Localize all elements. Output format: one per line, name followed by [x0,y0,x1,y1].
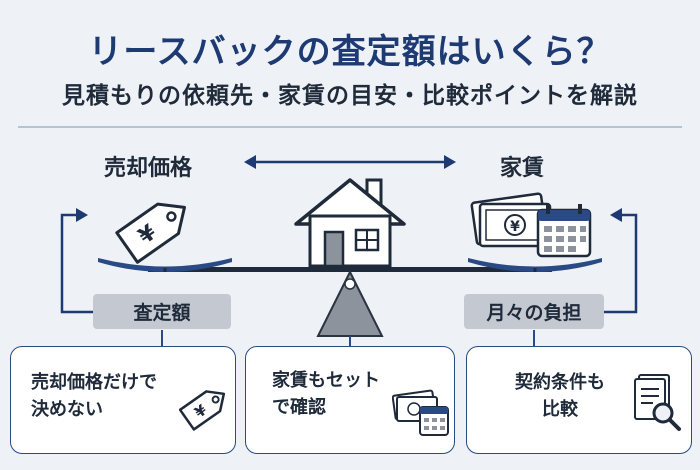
title-sub: 見積もりの依頼先・家賃の目安・比較ポイントを解説 [62,83,638,109]
left-scale-pan [98,258,232,272]
title-main: リースバックの査定額はいくら？ [88,32,612,72]
money-calendar-icon: ¥ [470,192,592,258]
scale-beam [148,267,552,272]
tip-card-rent-text: 家賃もセット で確認 [272,370,380,418]
price-tag-icon: ¥ [179,390,226,431]
sale-price-heading: 売却価格 [104,156,193,181]
title-divider [18,126,682,128]
svg-text:¥: ¥ [510,219,520,235]
tip-card-rent: 家賃もセット で確認 [245,346,455,454]
left-loop-arrow-icon [60,208,93,314]
fulcrum-icon [316,269,384,337]
monthly-burden-badge: 月々の負担 [464,294,604,329]
tip-card-price: 売却価格だけで 決めない ¥ [10,346,236,454]
money-calendar-icon [392,389,449,436]
tip-card-price-text: 売却価格だけで 決めない [31,372,157,420]
rent-heading: 家賃 [500,156,545,181]
house-icon [294,178,406,268]
tip-card-contract-text: 契約条件も 比較 [515,372,605,420]
appraisal-badge: 査定額 [93,294,231,329]
document-search-icon [634,374,681,431]
double-arrow-icon [244,155,456,169]
price-tag-icon: ¥ [115,202,186,264]
tip-card-contract: 契約条件も 比較 [466,346,692,454]
right-loop-arrow-icon [604,208,638,314]
right-scale-pan [468,258,602,272]
